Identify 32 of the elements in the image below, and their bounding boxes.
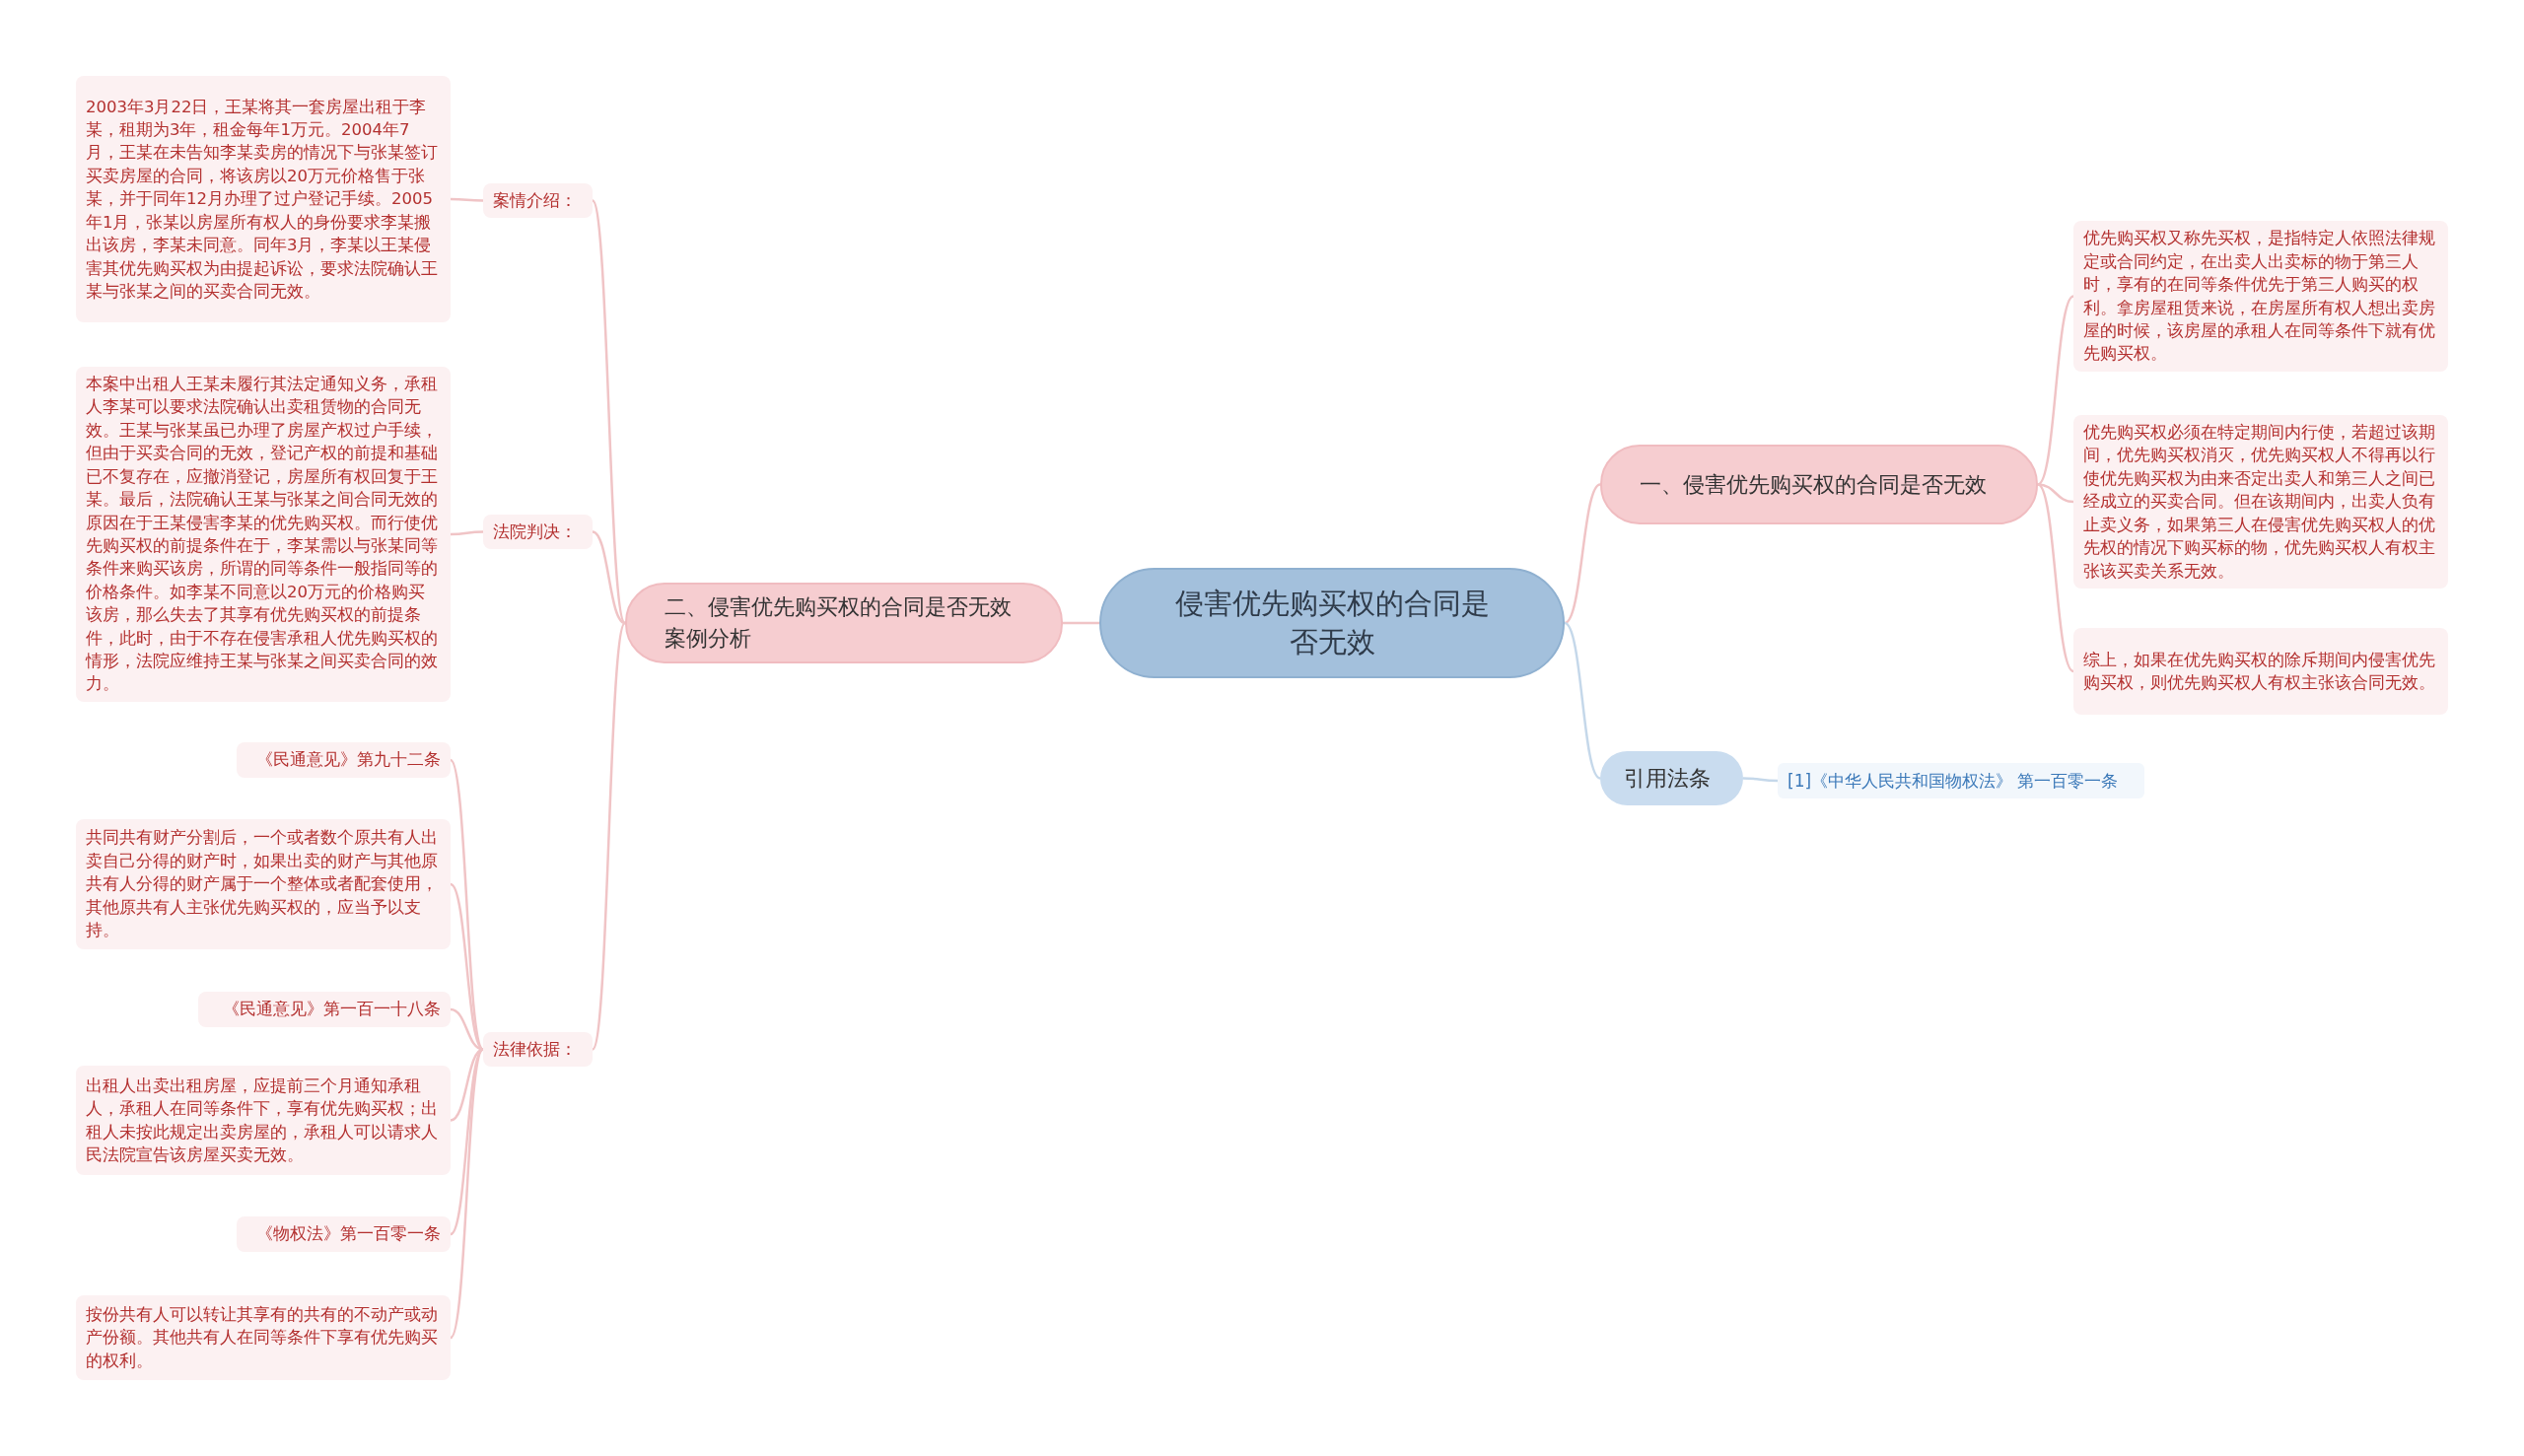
connector-line [451, 530, 483, 536]
note-text: 《民通意见》第九十二条 [237, 742, 451, 778]
connector-line [592, 530, 626, 625]
connector-line [1564, 483, 1601, 625]
note-text: 优先购买权又称先买权，是指特定人依照法律规定或合同约定，在出卖人出卖标的物于第三人时，享有的在同等条件优先于第三人购买的权利。拿房屋租赁来说，在房屋所有权人想出卖房屋的时候，该房屋的承租人在同等条件下就有优先购买权。 [2073, 221, 2448, 372]
root-topic: 侵害优先购买权的合同是否无效 [1099, 568, 1565, 678]
note-text: 《民通意见》第一百一十八条 [198, 992, 451, 1027]
connector-line [591, 200, 627, 624]
connector-line [1063, 621, 1099, 625]
reference-link: [1]《中华人民共和国物权法》 第一百零一条 [1778, 763, 2144, 798]
connector-line [2037, 483, 2074, 672]
note-text: 法院判决： [483, 515, 593, 550]
note-text: 优先购买权必须在特定期间内行使，若超过该期间，优先购买权消灭，优先购买权人不得再以行使优先购买权为由来否定出卖人和第三人之间已经成立的买卖合同。但在该期间内，出卖人负有止卖义务，如果第三人在侵害优先购买权人的优先权的情况下购买标的物，优先购买权人有权主张该买卖关系无效。 [2073, 415, 2448, 589]
note-text: 共同共有财产分割后，一个或者数个原共有人出卖自己分得的财产时，如果出卖的财产与其他原共有人分得的财产属于一个整体或者配套使用，其他原共有人主张优先购买权的，应当予以支持。 [76, 819, 451, 949]
connector-line [1743, 777, 1778, 783]
note-text: 按份共有人可以转让其享有的共有的不动产或动产份额。其他共有人在同等条件下享有优先购买的权利。 [76, 1295, 451, 1380]
note-text: 出租人出卖出租房屋，应提前三个月通知承租人，承租人在同等条件下，享有优先购买权；出租人未按此规定出卖房屋的，承租人可以请求人民法院宣告该房屋买卖无效。 [76, 1066, 451, 1175]
note-text: 法律依据： [483, 1032, 593, 1068]
note-text: 《物权法》第一百零一条 [237, 1216, 451, 1252]
note-text: 本案中出租人王某未履行其法定通知义务，承租人李某可以要求法院确认出卖租赁物的合同无效。王某与张某虽已办理了房屋产权过户手续，但由于买卖合同的无效，登记产权的前提和基础已不复存在，应撤消登记，房屋所有权回复于王某。最后，法院确认王某与张某之间合同无效的原因在于王某侵害李某的优先购买权。而行使优先购买权的前提条件在于，李某需以与张某同等条件来购买该房，所谓的同等条件一般指同等的价格条件。如李某不同意以20万元的价格购买该房，那么失去了其享有优先购买权的前提条件，此时，由于不存在侵害承租人优先购买权的情形，法院应维持王某与张某之间买卖合同的效力。 [76, 367, 451, 702]
branch-topic: 一、侵害优先购买权的合同是否无效 [1600, 445, 2038, 524]
connector-line [449, 1048, 485, 1339]
note-text: 2003年3月22日，王某将其一套房屋出租于李某，租期为3年，租金每年1万元。2004年7月，王某在未告知李某卖房的情况下与张某签订买卖房屋的合同，将该房以20万元价格售于张某，并于同年12月办理了过户登记手续。2005年1月，张某以房屋所有权人的身份要求李某搬出该房，李某未同意。同年3月，李某以王某侵害其优先购买权为由提起诉讼，要求法院确认王某与张某之间的买卖合同无效。 [76, 76, 451, 322]
note-text: 案情介绍： [483, 183, 593, 219]
connector-line [2037, 483, 2074, 504]
branch-topic: 引用法条 [1600, 751, 1743, 805]
connector-line [1564, 622, 1601, 780]
branch-topic: 二、侵害优先购买权的合同是否无效案例分析 [625, 583, 1063, 663]
connector-line [451, 197, 483, 202]
note-text: 综上，如果在优先购买权的除斥期间内侵害优先购买权，则优先购买权人有权主张该合同无效。 [2073, 628, 2448, 715]
connector-line [2037, 295, 2074, 486]
connector-line [591, 622, 627, 1050]
